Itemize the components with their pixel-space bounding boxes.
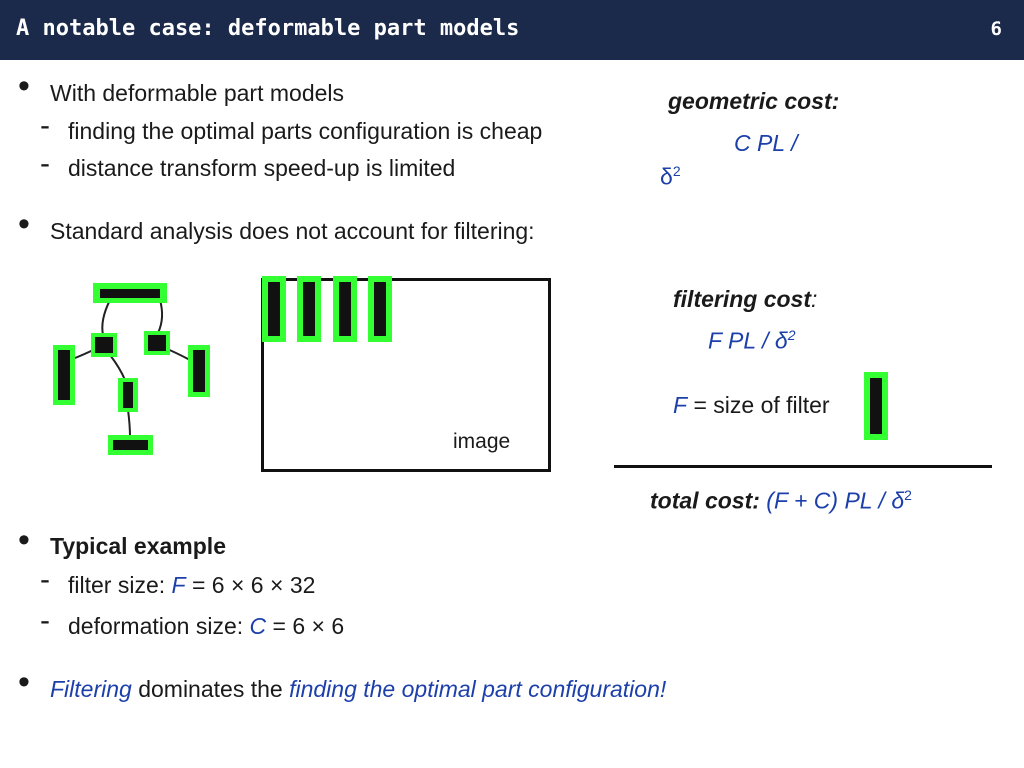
spring-line [101,299,111,336]
filter-block-inner [339,282,351,336]
part-block-filter [95,337,113,353]
dash-icon: - [40,563,50,596]
page-number: 6 [990,18,1002,40]
spring-line [127,409,131,438]
geometric-cost-delta: δ2 [660,163,681,190]
bullet-icon: • [18,521,30,559]
bullet-icon: • [18,663,30,701]
bullet-icon: • [18,67,30,105]
header-bar: A notable case: deformable part models 6 [0,0,1024,60]
total-cost: total cost: (F + C) PL / δ2 [650,487,912,514]
divider-rule [614,465,992,468]
sub-bullet-text: finding the optimal parts configuration … [68,118,543,144]
part-root-filter [100,289,160,298]
geometric-cost-label: geometric cost: [668,88,840,114]
filter-glyph-inner [870,378,882,434]
bullet-icon: • [18,205,30,243]
image-filters [262,276,392,342]
part-bottom-filter [113,440,148,450]
part-left-filter [58,350,70,400]
bullet-text: Filtering dominates the finding the opti… [50,676,667,702]
spring-connectors [74,299,191,438]
filter-block-inner [268,282,280,336]
part-block-filter [148,335,166,351]
part-middle-filter [123,382,133,408]
geometric-cost-formula: C PL / [734,130,798,156]
sub-bullet-text: deformation size: C = 6 × 6 [68,613,345,639]
bullet-text: Typical example [50,533,226,559]
dash-icon: - [40,109,50,142]
filtering-cost-formula: F PL / δ2 [708,327,796,354]
filter-block-inner [374,282,386,336]
spring-line [157,299,164,334]
model-parts [53,283,210,455]
slide-title: A notable case: deformable part models [16,16,520,41]
sub-bullet-text: filter size: F = 6 × 6 × 32 [68,572,316,598]
filter-size-definition: F = size of filter [673,392,830,418]
dash-icon: - [40,604,50,637]
sub-bullet-text: distance transform speed-up is limited [68,155,456,181]
dash-icon: - [40,147,50,180]
bullet-text: With deformable part models [50,80,345,106]
filtering-cost-label: filtering cost: [673,286,818,312]
image-frame [261,278,551,472]
spring-line [109,354,126,381]
filter-block-inner [303,282,315,336]
bullet-text: Standard analysis does not account for f… [50,218,535,244]
part-right-filter [193,350,205,392]
image-label: image [453,430,511,453]
